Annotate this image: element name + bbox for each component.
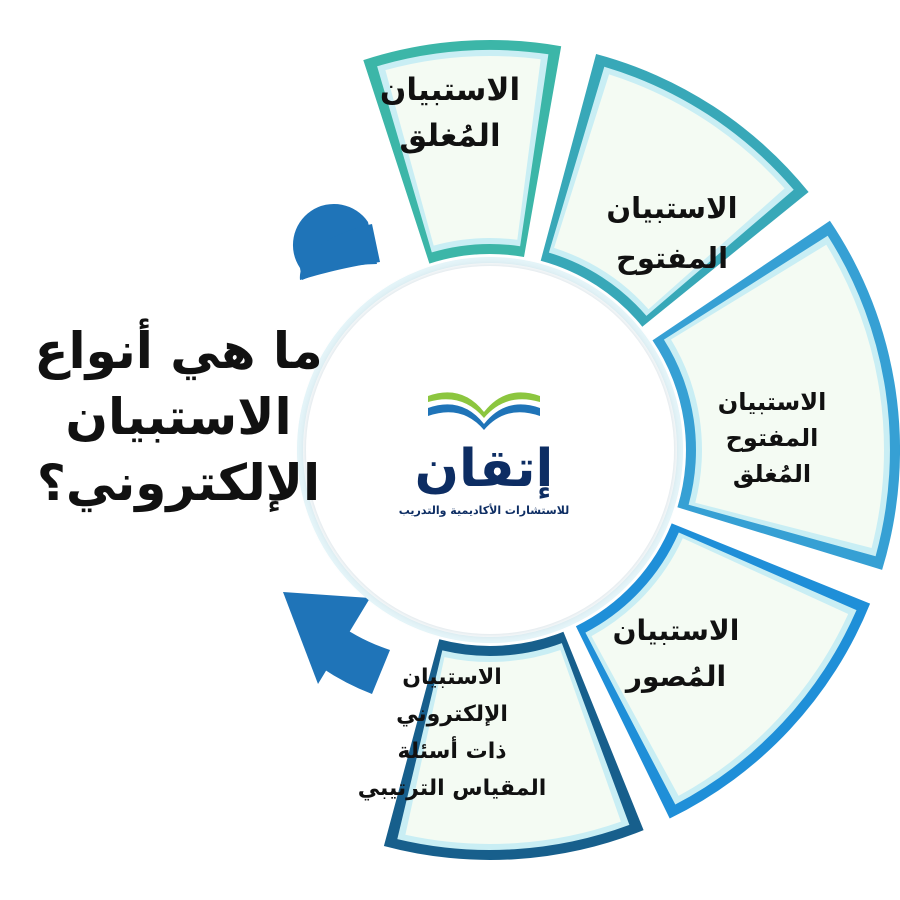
cycle-arrow <box>283 203 390 694</box>
segment-label: الاستبيان المُغلق <box>380 72 520 154</box>
hub-disc <box>306 266 674 634</box>
segment-label-line: المُغلق <box>399 118 500 154</box>
segment-label-line: الاستبيان <box>613 614 740 647</box>
segment-label: الاستبيان المُصور <box>613 614 740 693</box>
segment-fill <box>591 538 849 796</box>
segment-fill <box>405 650 621 844</box>
arrow-tail-hook <box>299 224 380 280</box>
segment-label: الاستبيان المفتوح <box>606 191 737 275</box>
segment-fill <box>671 244 884 548</box>
main-title-line-2: الاستبيان <box>65 388 292 446</box>
main-title-line-3: الإلكتروني؟ <box>36 454 321 512</box>
segment-label: الاستبيان المفتوح المُغلق <box>718 388 827 488</box>
segment-label-line: الاستبيان <box>402 665 502 690</box>
logo-wordmark: إتقان <box>415 439 554 499</box>
segment-4: الاستبيان المُصور <box>575 523 871 819</box>
segment-1: الاستبيان المُغلق <box>363 39 562 264</box>
segment-label-line: المُصور <box>624 660 726 693</box>
book-icon <box>428 392 540 430</box>
main-title-line-1: ما هي أنواع <box>34 322 323 380</box>
segment-label-line: الإلكتروني <box>396 702 508 727</box>
segment-3: الاستبيان المفتوح المُغلق <box>652 220 900 570</box>
segment-label-line: المقياس الترتيبي <box>358 776 547 801</box>
segment-label-line: الاستبيان <box>380 72 520 108</box>
segment-label: الاستبيان الإلكتروني ذات أسئلة المقياس التر… <box>358 665 547 801</box>
segment-label-line: المُغلق <box>733 460 811 488</box>
segment-fill <box>385 56 541 246</box>
segment-5: الاستبيان الإلكتروني ذات أسئلة المقياس التر… <box>358 631 644 860</box>
segment-label-line: الاستبيان <box>718 388 827 416</box>
segment-2: الاستبيان المفتوح <box>540 54 809 327</box>
logo: إتقان للاستشارات الأكاديمية والتدريب <box>399 392 569 517</box>
segment-label-line: المفتوح <box>726 424 819 452</box>
segment-label-line: ذات أسئلة <box>397 735 506 764</box>
main-title: ما هي أنواع الاستبيان الإلكتروني؟ <box>6 318 351 516</box>
segment-fill <box>554 74 785 310</box>
segment-label-line: المفتوح <box>616 241 728 275</box>
hub: إتقان للاستشارات الأكاديمية والتدريب <box>297 257 683 643</box>
segment-label-line: الاستبيان <box>606 191 737 225</box>
logo-tagline: للاستشارات الأكاديمية والتدريب <box>399 503 569 517</box>
arrowhead <box>283 592 370 684</box>
